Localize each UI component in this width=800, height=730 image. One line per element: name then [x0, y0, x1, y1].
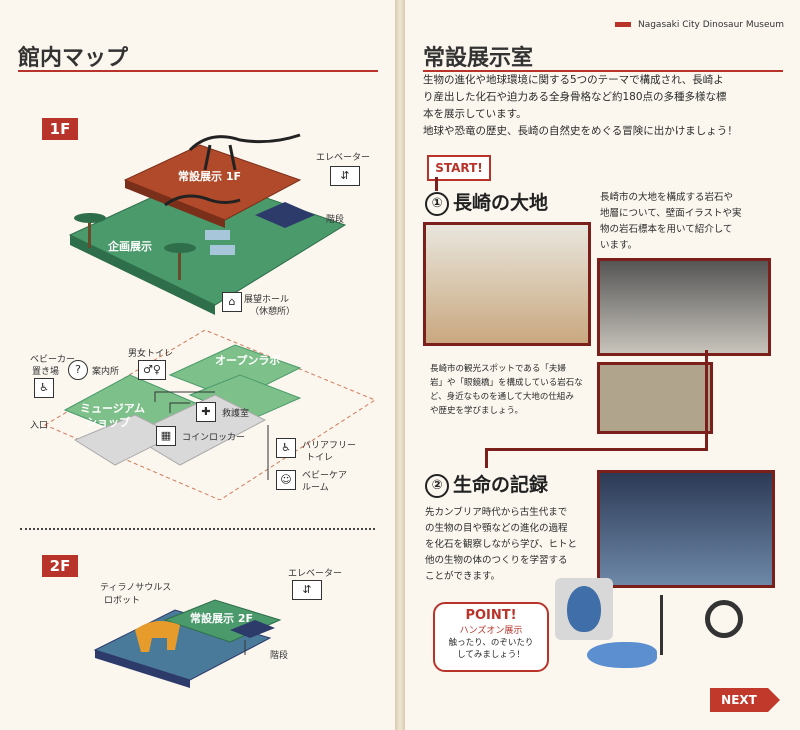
- map-title: 館内マップ: [18, 46, 129, 71]
- magnifier-lens: [705, 600, 743, 638]
- intro-text: 生物の進化や地球環境に関する5つのテーマで構成され、長崎よ り産出した化石や迫力…: [423, 74, 738, 137]
- hall-label-2: （休憩所）: [250, 307, 296, 317]
- section1-note: 長崎市の観光スポットである「夫婦 岩」や「眼鏡橋」を構成している岩石な ど、身近…: [430, 364, 583, 416]
- permanent-2f-label: 常設展示 2F: [190, 612, 253, 625]
- floor-1f-map: [43, 133, 377, 500]
- stroller-label-2: 置き場: [32, 367, 60, 377]
- gallery-title: 常設展示室: [423, 46, 534, 71]
- openlab-label: オープンラボ: [215, 354, 281, 367]
- floor-2f-tag: 2F: [42, 555, 78, 577]
- first-aid-icon: ✚: [196, 402, 216, 422]
- palm-tree-right: [164, 243, 196, 280]
- info-icon: ?: [68, 360, 88, 380]
- stairs-block: [255, 202, 315, 228]
- permanent-1f-platform: [123, 144, 302, 221]
- entrance-label: 入口: [30, 421, 49, 431]
- locker-label: コインロッカー: [182, 433, 246, 443]
- elevator-icon-2f: ⇵: [292, 580, 322, 600]
- section1-photo-panel: [597, 362, 713, 434]
- title-rule: [18, 70, 378, 72]
- fish-model: [587, 642, 657, 668]
- stairs-label-2f: 階段: [270, 651, 289, 661]
- special-exhibit-label: 企画展示: [108, 240, 152, 253]
- hall-label-1: 展望ホール: [244, 295, 290, 305]
- left-page: 館内マップ 1F: [0, 0, 395, 730]
- section1-photo-rocks: [597, 258, 771, 356]
- first-aid-label: 救護室: [222, 409, 250, 419]
- baby-care-icon: ☺: [276, 470, 296, 490]
- barrier-free-label-1: バリアフリー: [302, 441, 357, 451]
- permanent-1f-label: 常設展示 1F: [178, 170, 241, 183]
- section1-photo-wall: [423, 222, 591, 346]
- baby-care-label-1: ベビーケア: [302, 471, 348, 481]
- palm-tree-left: [74, 213, 106, 248]
- floor-2f-map: [93, 599, 282, 688]
- trex-robot-label-1: ティラノサウルス: [100, 583, 172, 593]
- dino-skeleton-shape: [188, 133, 301, 171]
- page-spine: [395, 0, 405, 730]
- stroller-label-1: ベビーカー: [30, 355, 76, 365]
- ground-floor-outline: [43, 329, 377, 500]
- toilets-label: 男女トイレ: [128, 349, 174, 359]
- point-callout: POINT! ハンズオン展示 触ったり、のぞいたり してみましょう！: [433, 602, 549, 672]
- elevator-label-1f: エレベーター: [316, 153, 371, 163]
- next-button[interactable]: NEXT: [710, 688, 780, 712]
- barrier-free-icon: ♿: [276, 438, 296, 458]
- toilets-icon: ♂♀: [138, 360, 166, 380]
- locker-icon: ▦: [156, 426, 176, 446]
- section2-desc: 先カンブリア時代から古生代まで の生物の目や顎などの進化の過程 を化石を観察しな…: [425, 507, 578, 582]
- magnifier-stand: [660, 595, 683, 655]
- shop-label-2: ショップ: [86, 416, 130, 429]
- floor-1f-tag: 1F: [42, 118, 78, 140]
- baby-care-label-2: ルーム: [302, 483, 329, 493]
- stroller-icon: ♿: [34, 378, 54, 398]
- start-badge: START!: [427, 155, 491, 181]
- observation-hall-icon: ⌂: [222, 292, 242, 312]
- section2-photo-gallery: [597, 470, 775, 588]
- tyrannosaurus-shape: [135, 621, 180, 652]
- gallery-title-rule: [423, 70, 783, 72]
- trex-robot-label-2: ロボット: [104, 596, 141, 606]
- trilobite-model: [555, 578, 613, 640]
- elevator-icon-1f: ⇵: [330, 166, 360, 186]
- shop-label-1: ミュージアム: [80, 402, 146, 415]
- info-label: 案内所: [92, 367, 120, 377]
- section1-desc: 長崎市の大地を構成する岩石や 地層について、壁面イラストや実 物の岩石標本を用い…: [600, 192, 742, 251]
- stairs-label-1f: 階段: [326, 215, 345, 225]
- museum-header: Nagasaki City Dinosaur Museum: [615, 20, 784, 30]
- floor-divider: [20, 528, 375, 530]
- museum-logo-icon: [615, 22, 632, 27]
- elevator-label-2f: エレベーター: [288, 569, 343, 579]
- barrier-free-label-2: トイレ: [306, 453, 334, 463]
- right-page: Nagasaki City Dinosaur Museum 常設展示室 生物の進…: [405, 0, 800, 730]
